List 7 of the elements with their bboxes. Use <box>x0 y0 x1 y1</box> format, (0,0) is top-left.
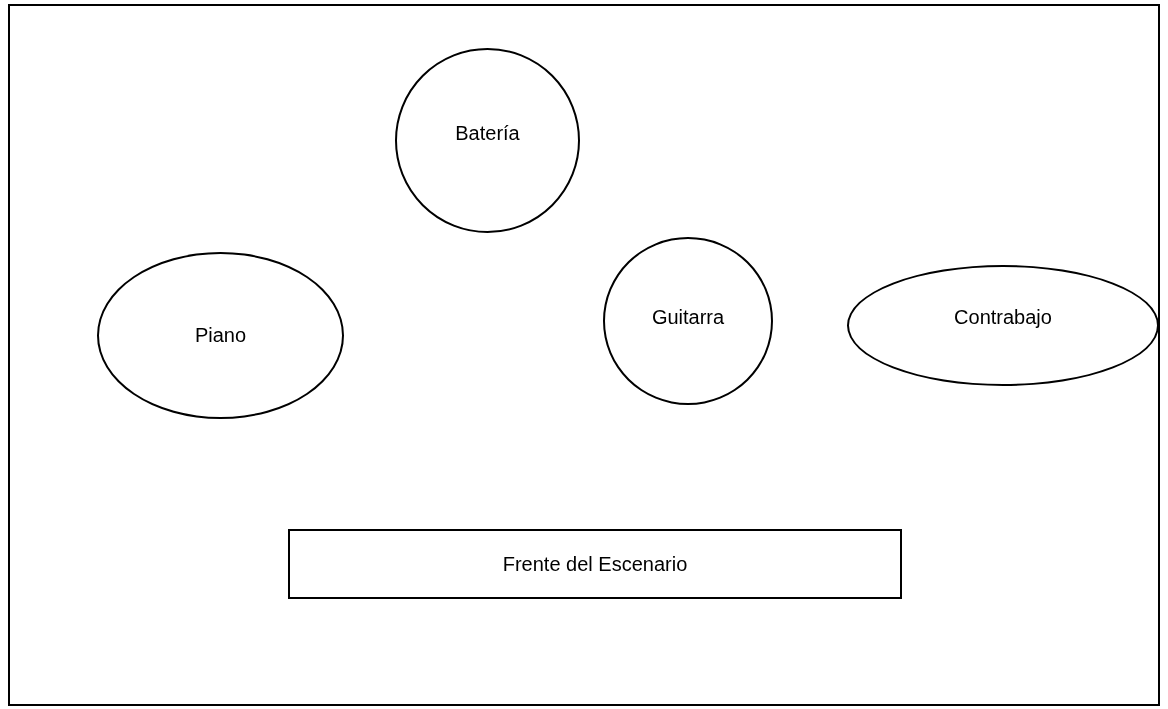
instrument-label: Batería <box>455 121 520 146</box>
instrument-label: Contrabajo <box>954 305 1052 330</box>
instrument-label: Frente del Escenario <box>502 551 688 577</box>
stage-outline <box>8 4 1160 706</box>
stage-front-box <box>288 529 902 599</box>
instrument-label: Guitarra <box>651 304 725 330</box>
instrument-label: Piano <box>194 323 247 348</box>
